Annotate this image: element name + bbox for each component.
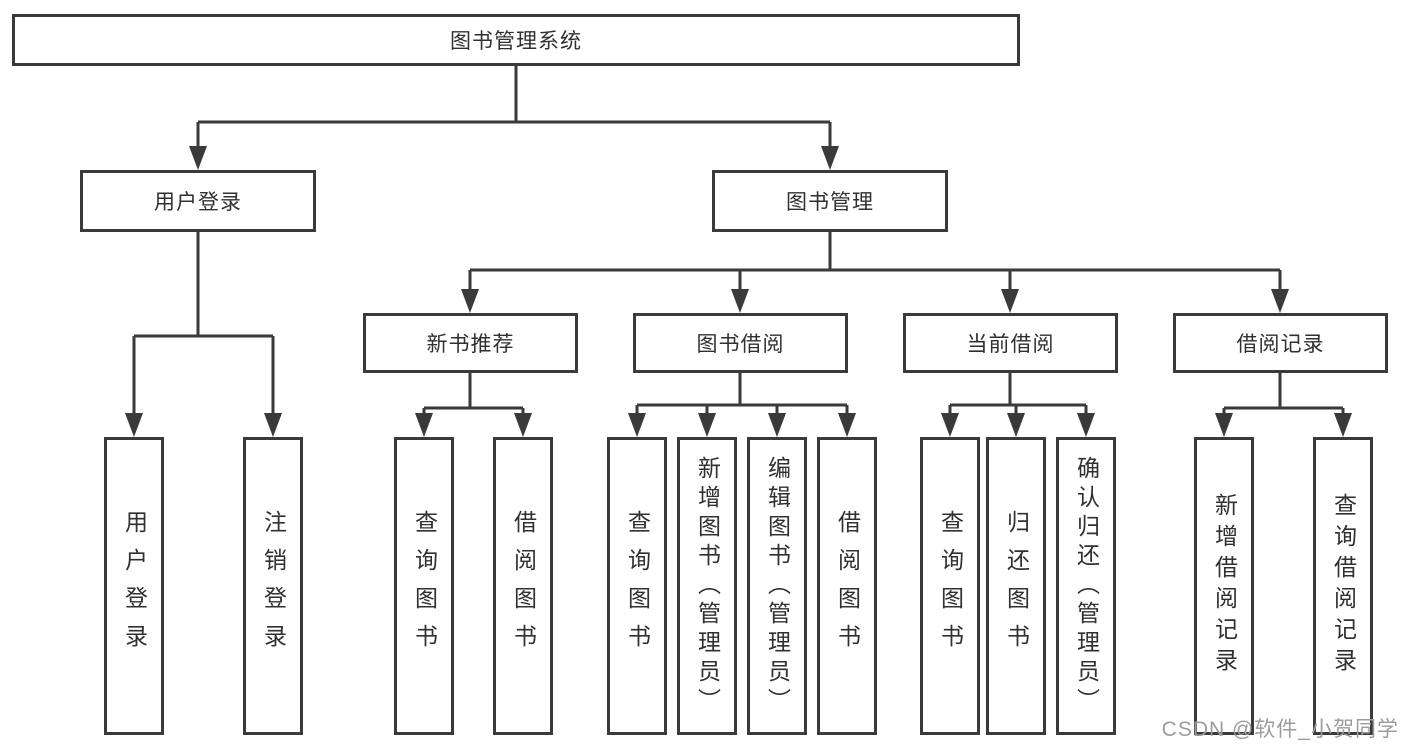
node-user-login: 用户登录 [80, 170, 316, 232]
node-label: 图书管理系统 [450, 30, 582, 53]
connector-book-mgmt-to-level3 [461, 232, 1289, 313]
node-book-management: 图书管理 [712, 170, 948, 232]
node-borrow-books-action: 借阅图书 [817, 437, 877, 735]
node-query-books-borrow: 查询图书 [607, 437, 667, 735]
node-label: 查询借阅记录 [1330, 493, 1357, 679]
node-label: 图书借阅 [696, 333, 785, 356]
node-label: 注销登录 [260, 510, 287, 662]
node-label: 图书管理 [786, 191, 874, 214]
connector-new-book-children [415, 373, 532, 437]
node-return-books: 归还图书 [986, 437, 1046, 735]
node-label: 借阅图书 [834, 510, 861, 662]
node-user-login-action: 用户登录 [104, 437, 164, 735]
node-add-borrow-record: 新增借阅记录 [1194, 437, 1254, 735]
node-label: 归还图书 [1003, 510, 1030, 662]
node-label: 编辑图书（管理员） [764, 455, 791, 717]
node-label: 用户登录 [154, 191, 242, 214]
connector-book-borrow-children [628, 373, 856, 437]
node-logout-action: 注销登录 [243, 437, 303, 735]
node-label: 确认归还（管理员） [1073, 455, 1100, 717]
node-label: 当前借阅 [966, 333, 1055, 356]
node-label: 查询图书 [411, 510, 438, 662]
node-library-system: 图书管理系统 [12, 14, 1020, 66]
node-query-books-recommend: 查询图书 [394, 437, 454, 735]
node-label: 借阅记录 [1236, 333, 1325, 356]
node-label: 新增图书（管理员） [694, 455, 721, 717]
node-label: 用户登录 [121, 510, 148, 662]
node-edit-books-admin: 编辑图书（管理员） [747, 437, 807, 735]
node-label: 新增借阅记录 [1211, 493, 1238, 679]
node-new-book-recommend: 新书推荐 [363, 313, 578, 373]
node-label: 查询图书 [937, 510, 964, 662]
node-query-books-current: 查询图书 [920, 437, 980, 735]
node-borrow-records: 借阅记录 [1173, 313, 1388, 373]
node-current-borrow: 当前借阅 [903, 313, 1118, 373]
node-label: 查询图书 [624, 510, 651, 662]
node-confirm-return-admin: 确认归还（管理员） [1056, 437, 1116, 735]
node-add-books-admin: 新增图书（管理员） [677, 437, 737, 735]
node-label: 借阅图书 [510, 510, 537, 662]
connector-current-borrow-children [941, 373, 1095, 437]
connector-user-login-children [125, 232, 282, 437]
connector-root-to-level2 [189, 66, 839, 170]
node-borrow-books-recommend: 借阅图书 [493, 437, 553, 735]
connector-borrow-records-children [1215, 373, 1352, 437]
node-query-borrow-record: 查询借阅记录 [1313, 437, 1373, 735]
csdn-watermark: CSDN @软件_小贺同学 [1161, 718, 1399, 741]
node-book-borrow: 图书借阅 [633, 313, 848, 373]
node-label: 新书推荐 [426, 333, 515, 356]
